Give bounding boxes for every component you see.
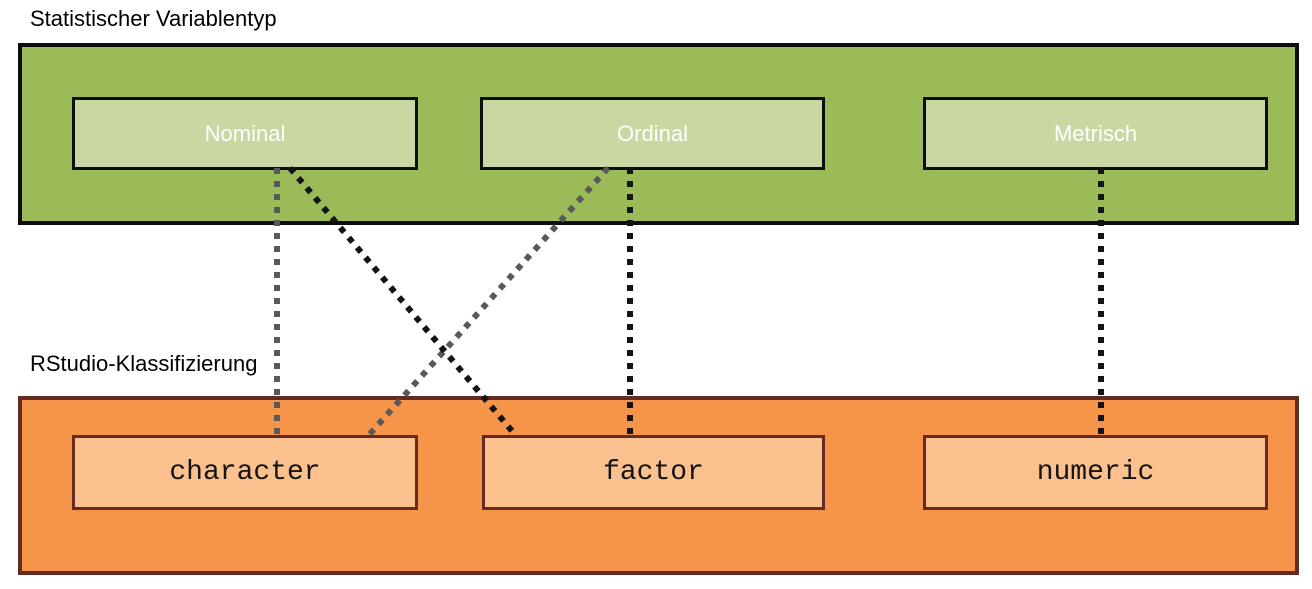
- node-metrisch: Metrisch: [923, 97, 1268, 170]
- node-ordinal-label: Ordinal: [617, 120, 688, 146]
- bottom-group-box: character factor numeric: [18, 396, 1299, 575]
- top-group-box: Nominal Ordinal Metrisch: [18, 43, 1299, 225]
- node-nominal-label: Nominal: [204, 120, 286, 146]
- node-nominal: Nominal: [72, 97, 418, 170]
- node-metrisch-label: Metrisch: [1053, 120, 1138, 146]
- node-character-label: character: [169, 457, 321, 488]
- node-character: character: [72, 435, 418, 510]
- node-ordinal: Ordinal: [480, 97, 825, 170]
- node-numeric-label: numeric: [1036, 457, 1155, 488]
- top-group-label: Statistischer Variablentyp: [30, 6, 277, 31]
- node-numeric: numeric: [923, 435, 1268, 510]
- node-factor: factor: [482, 435, 825, 510]
- bottom-group-label: RStudio-Klassifizierung: [30, 351, 258, 376]
- node-factor-label: factor: [603, 457, 704, 488]
